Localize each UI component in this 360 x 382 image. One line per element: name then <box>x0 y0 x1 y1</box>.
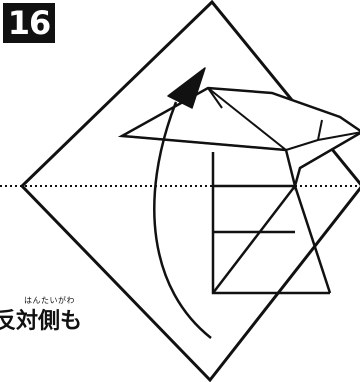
curved-arrow-head <box>167 67 206 109</box>
lower-flap <box>211 152 332 295</box>
instruction-text: 反対側も <box>0 309 83 334</box>
curved-arrow-shaft <box>153 101 212 339</box>
raised-flap <box>117 86 360 191</box>
flap-creases <box>121 87 360 169</box>
instruction-ruby: はんたいがわ <box>24 296 75 305</box>
step-number-badge: 16 <box>3 3 55 43</box>
